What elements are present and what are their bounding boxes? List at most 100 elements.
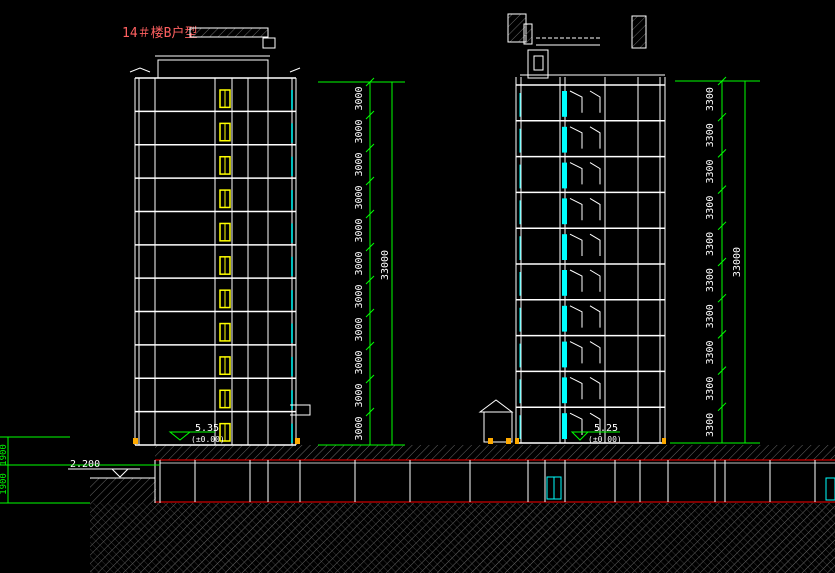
site-dim-top: 1900 (0, 444, 9, 466)
right-dim-tick (717, 366, 727, 375)
site-level-mark: 2.200 (70, 459, 100, 470)
left-dim-tick (365, 176, 375, 186)
right-dim-tick (717, 221, 727, 231)
right-dim-tick (717, 293, 727, 303)
right-stair-flight-2 (589, 162, 601, 185)
right-glass-panel (562, 198, 567, 225)
right-stair-flight (569, 412, 583, 435)
left-floor-height: 3000 (354, 86, 365, 110)
left-floor-stack (134, 77, 297, 446)
right-floor-height: 3300 (705, 123, 716, 147)
right-glass-panel (562, 377, 567, 404)
right-glass-panel (562, 234, 567, 260)
roof-tank-small (523, 23, 533, 45)
left-column-base-r (295, 438, 300, 444)
right-stair-flight (569, 341, 583, 364)
left-window-column (219, 89, 293, 443)
roof-stair-door (533, 55, 544, 71)
right-stair-flight (569, 305, 583, 328)
right-stair-flight-2 (589, 412, 601, 435)
left-dim-tick (365, 407, 375, 417)
right-stair-flight-2 (589, 126, 601, 149)
right-floor-height: 3300 (705, 196, 716, 220)
pavilion-body (483, 411, 513, 443)
right-stair-flight-2 (589, 90, 601, 113)
right-dim-tick (717, 185, 727, 194)
ground-hatch-cross (90, 503, 835, 573)
basement-columns (160, 460, 835, 502)
left-total-height: 33000 (380, 250, 391, 280)
roof-equipment (262, 37, 276, 49)
left-dim-tick (365, 242, 375, 252)
roof-tank-right (631, 15, 647, 49)
right-glass-panel (562, 91, 567, 117)
right-glass-panel (562, 270, 567, 296)
left-floor-height: 3000 (354, 383, 365, 407)
left-floor-height: 3000 (354, 251, 365, 275)
left-entrance-canopy (290, 404, 311, 416)
site-dim-bottom: 1900 (0, 473, 9, 495)
site-level-left: 1900 1900 2.200 (0, 436, 160, 504)
roof-stair-room (527, 49, 549, 79)
right-column-base-l (515, 438, 519, 444)
roof-left-edge (129, 67, 151, 73)
right-building: 5.25 (±0.00) 330033003300330033003300330… (478, 13, 760, 444)
right-stair-flight-2 (589, 341, 601, 364)
right-window-column (519, 90, 601, 439)
right-dim-tick (717, 149, 727, 158)
right-stair-flight (569, 376, 583, 400)
basement-right-glass (825, 477, 835, 501)
right-stair-flight (569, 162, 583, 185)
roof-tank-left (507, 13, 527, 43)
right-floor-height: 3300 (705, 87, 716, 111)
right-floor-height: 3300 (705, 304, 716, 328)
right-elevation-triangle (570, 431, 590, 441)
left-elevation-triangle (168, 431, 192, 441)
site-level-triangle (110, 468, 130, 478)
right-stair-flight (569, 126, 583, 149)
left-column-base-l (133, 438, 138, 444)
right-glass-panel (562, 341, 567, 368)
left-dim-tick (365, 275, 375, 285)
right-floor-height: 3300 (705, 159, 716, 183)
left-dim-tick (365, 110, 375, 120)
left-dim-tick (365, 374, 375, 384)
right-dim-tick (717, 76, 727, 86)
left-floor-height: 3000 (354, 416, 365, 440)
right-floor-height: 3300 (705, 232, 716, 256)
left-floor-height: 3000 (354, 317, 365, 341)
right-stair-flight (569, 90, 583, 113)
pavilion-base-r (506, 438, 511, 444)
pavilion-base-l (488, 438, 493, 444)
right-stair-flight-2 (589, 269, 601, 292)
left-dim-tick (365, 341, 375, 351)
left-floor-height: 3000 (354, 350, 365, 374)
left-dim-tick (365, 77, 375, 87)
right-stair-flight (569, 269, 583, 292)
left-elevation-sub: (±0.00) (191, 435, 225, 444)
right-dim-tick (717, 330, 727, 339)
pavilion-roof (478, 399, 514, 413)
right-stair-flight-2 (589, 305, 601, 328)
roof-parapet-hatch (189, 27, 269, 38)
right-glass-panel (562, 126, 567, 153)
basement-section (90, 445, 835, 573)
left-floor-height: 3000 (354, 152, 365, 176)
right-glass-panel (562, 305, 567, 332)
left-building: 14＃楼B户型 5.35 (±0.00) 3000300030003000300… (122, 25, 405, 446)
right-floor-height: 3300 (705, 340, 716, 364)
left-floor-height: 3000 (354, 185, 365, 209)
right-stair-flight-2 (589, 233, 601, 256)
right-glass-panel (562, 162, 567, 189)
podium-roof-hatch (155, 445, 835, 460)
left-dim-tick (365, 143, 375, 153)
left-floor-height: 3000 (354, 284, 365, 308)
right-floor-height: 3300 (705, 377, 716, 401)
left-elevation-mark: 5.35 (195, 423, 219, 434)
left-floor-height: 3000 (354, 218, 365, 242)
right-dim-tick (717, 257, 727, 267)
left-dimension-chain: 3000 3000 3000 3000 3000 3000 3000 3000 3000 3000… (318, 77, 405, 446)
right-stair-flight (569, 233, 583, 256)
